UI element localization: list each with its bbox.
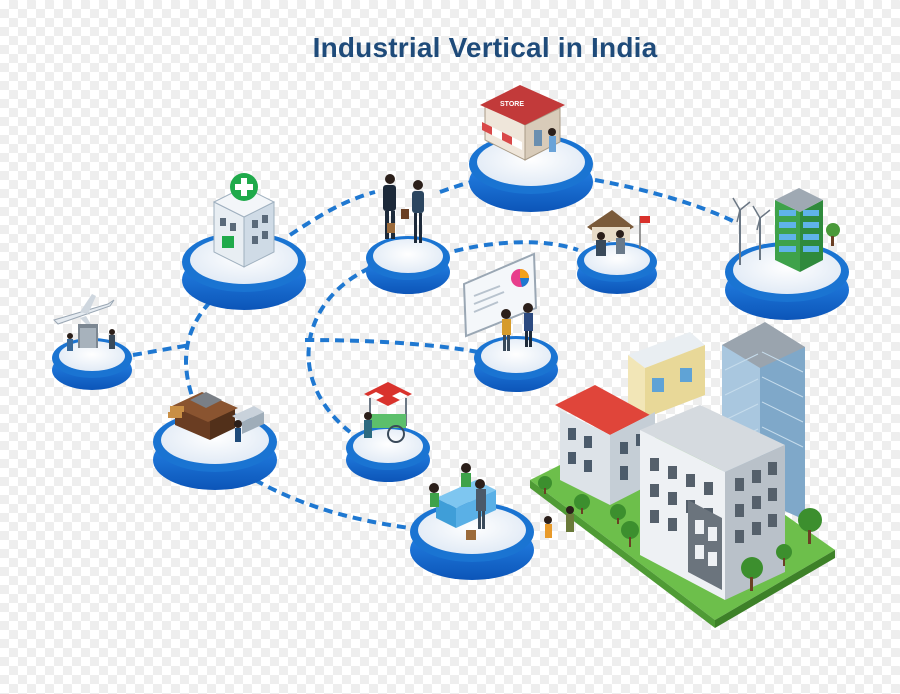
- connector-airport-to-warehouse: [132, 343, 191, 357]
- business-handshake-icon: [383, 174, 424, 243]
- connector-meeting-to-presentation: [304, 338, 479, 354]
- node-food-cart[interactable]: [346, 426, 430, 482]
- food-cart-icon: [364, 382, 412, 443]
- store-icon: STORE: [480, 85, 565, 161]
- airport-gate-icon: [67, 324, 115, 351]
- airplane-icon: [53, 294, 115, 326]
- connector-meeting-to-foodcart: [306, 266, 371, 434]
- bank-counter-icon: [429, 463, 496, 540]
- presentation-board-icon: [462, 252, 538, 351]
- market-stall-icon: [587, 210, 650, 256]
- office-tower-icon: [732, 188, 840, 272]
- store-sign-text: STORE: [500, 101, 524, 108]
- warehouse-icon: [168, 392, 264, 442]
- connector-warehouse-to-bank: [254, 478, 411, 530]
- node-office-tower[interactable]: [725, 242, 849, 320]
- page-title: Industrial Vertical in India: [312, 32, 658, 63]
- connector-hospital-to-warehouse: [184, 300, 212, 406]
- city-buildings-icon: [530, 322, 835, 628]
- hospital-icon: [212, 173, 276, 268]
- connector-meeting-to-stall: [439, 240, 579, 257]
- connector-lines: [132, 176, 736, 530]
- node-business-meeting[interactable]: [366, 236, 450, 294]
- connector-hospital-to-meeting: [288, 190, 376, 237]
- node-presentation[interactable]: [474, 336, 558, 392]
- connector-store-to-tower: [594, 178, 736, 224]
